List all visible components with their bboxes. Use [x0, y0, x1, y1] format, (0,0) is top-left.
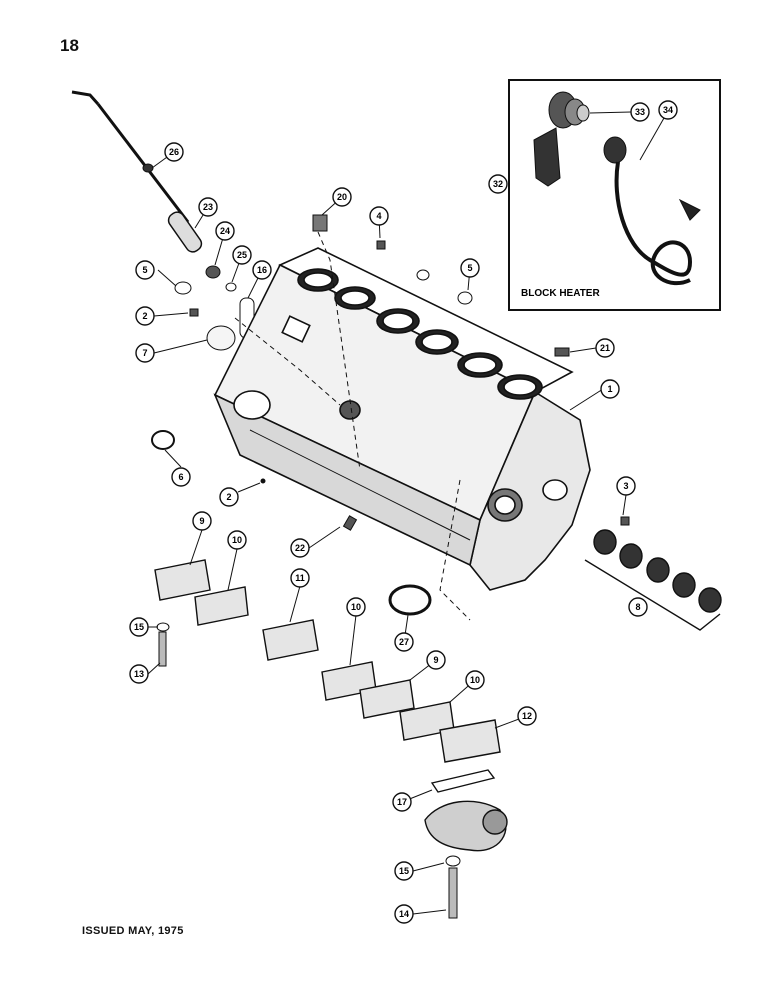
- callout-5-left: 5: [135, 260, 155, 280]
- callout-10-middle: 10: [346, 597, 366, 617]
- svg-text:33: 33: [635, 107, 645, 117]
- svg-text:10: 10: [232, 535, 242, 545]
- bolts: [156, 622, 461, 919]
- svg-text:4: 4: [376, 211, 381, 221]
- heater-cord-illustration: [603, 136, 701, 286]
- callout-26: 26: [164, 142, 184, 162]
- rear-seal-ring: [388, 584, 432, 616]
- callout-33: 33: [630, 102, 650, 122]
- svg-text:10: 10: [351, 602, 361, 612]
- callout-25: 25: [232, 245, 252, 265]
- svg-text:23: 23: [203, 202, 213, 212]
- callout-1: 1: [600, 379, 620, 399]
- page-number: 18: [60, 36, 79, 55]
- dipstick: [71, 90, 203, 253]
- svg-text:22: 22: [295, 543, 305, 553]
- svg-text:32: 32: [493, 179, 503, 189]
- svg-text:16: 16: [257, 265, 267, 275]
- svg-text:24: 24: [220, 226, 230, 236]
- callout-23: 23: [198, 197, 218, 217]
- small-parts: [151, 214, 630, 531]
- svg-text:15: 15: [399, 866, 409, 876]
- callout-9-lower: 9: [426, 650, 446, 670]
- svg-text:14: 14: [399, 909, 409, 919]
- oil-pump: [424, 769, 508, 852]
- callout-21: 21: [595, 338, 615, 358]
- svg-text:2: 2: [142, 311, 147, 321]
- callout-6: 6: [171, 467, 191, 487]
- callout-15-lower: 15: [394, 861, 414, 881]
- svg-text:10: 10: [470, 675, 480, 685]
- svg-text:25: 25: [237, 250, 247, 260]
- heater-element-illustration: [533, 91, 590, 187]
- svg-text:2: 2: [226, 492, 231, 502]
- callout-5-right: 5: [460, 258, 480, 278]
- svg-text:26: 26: [169, 147, 179, 157]
- callout-12: 12: [517, 706, 537, 726]
- callout-3: 3: [616, 476, 636, 496]
- callout-4: 4: [369, 206, 389, 226]
- callout-22: 22: [290, 538, 310, 558]
- dashed-leaders: [234, 231, 471, 621]
- cam-bearings: [584, 529, 722, 631]
- callout-2-lower: 2: [219, 487, 239, 507]
- svg-text:12: 12: [522, 711, 532, 721]
- engine-block: [213, 247, 591, 591]
- callout-16: 16: [252, 260, 272, 280]
- svg-text:3: 3: [623, 481, 628, 491]
- callout-11: 11: [290, 568, 310, 588]
- callout-27: 27: [394, 632, 414, 652]
- issue-date-footer: ISSUED MAY, 1975: [82, 925, 184, 937]
- callout-17: 17: [392, 792, 412, 812]
- callout-24: 24: [215, 221, 235, 241]
- callout-15-upper: 15: [129, 617, 149, 637]
- svg-text:20: 20: [337, 192, 347, 202]
- callout-32: 32: [488, 174, 508, 194]
- callout-13: 13: [129, 664, 149, 684]
- callouts: 26 23 24 25 16 20 4 5 5 2 7 21 1 6 2 3 9…: [129, 100, 678, 924]
- svg-text:9: 9: [433, 655, 438, 665]
- block-heater-inset: BLOCK HEATER: [508, 79, 721, 311]
- callout-10-lower: 10: [465, 670, 485, 690]
- svg-text:21: 21: [600, 343, 610, 353]
- callout-9-upper: 9: [192, 511, 212, 531]
- svg-text:1: 1: [607, 384, 612, 394]
- callout-14: 14: [394, 904, 414, 924]
- callout-2-upper: 2: [135, 306, 155, 326]
- svg-text:8: 8: [635, 602, 640, 612]
- callout-34: 34: [658, 100, 678, 120]
- svg-text:9: 9: [199, 516, 204, 526]
- svg-text:15: 15: [134, 622, 144, 632]
- svg-text:13: 13: [134, 669, 144, 679]
- callout-7: 7: [135, 343, 155, 363]
- svg-text:34: 34: [663, 105, 673, 115]
- svg-text:7: 7: [142, 348, 147, 358]
- main-bearing-caps: [154, 559, 501, 763]
- svg-text:5: 5: [467, 263, 472, 273]
- svg-text:17: 17: [397, 797, 407, 807]
- svg-text:27: 27: [399, 637, 409, 647]
- inset-label: BLOCK HEATER: [521, 288, 600, 299]
- svg-text:6: 6: [178, 472, 183, 482]
- callout-20: 20: [332, 187, 352, 207]
- callout-8: 8: [628, 597, 648, 617]
- svg-text:5: 5: [142, 265, 147, 275]
- callout-10-upper: 10: [227, 530, 247, 550]
- svg-text:11: 11: [295, 573, 305, 583]
